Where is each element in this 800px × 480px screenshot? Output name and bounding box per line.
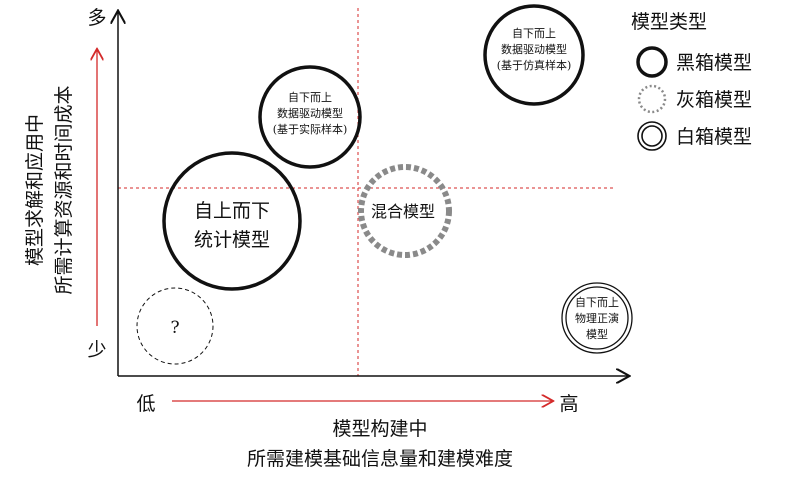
white-box-swatch-inner xyxy=(641,125,663,147)
black-box-circle xyxy=(258,65,362,169)
x-axis-title-line-1: 模型构建中 xyxy=(332,418,428,440)
x-axis-high-label: 高 xyxy=(559,393,578,415)
y-axis-low-label: 少 xyxy=(87,339,106,361)
legend-item-black-box: 黑箱模型 xyxy=(636,46,752,78)
white-box-inner-circle xyxy=(565,286,629,350)
legend-item-label: 白箱模型 xyxy=(676,126,752,148)
y-axis-title: 模型求解和应用中 所需计算资源和时间成本 xyxy=(24,85,75,294)
model-unknown: ? xyxy=(136,287,214,365)
model-bottomup-data-real: 自下而上 数据驱动模型 (基于实际样本) xyxy=(258,65,362,169)
legend-item-white-box: 白箱模型 xyxy=(637,121,752,151)
black-box-swatch xyxy=(636,46,668,78)
x-axis-low-label: 低 xyxy=(136,393,155,415)
question-mark: ? xyxy=(170,318,179,338)
white-box-outer-circle xyxy=(561,282,633,354)
legend-title: 模型类型 xyxy=(631,11,707,33)
y-axis-title-line-2: 所需计算资源和时间成本 xyxy=(53,85,75,294)
model-topdown-statistical: 自上而下 统计模型 xyxy=(162,151,302,291)
gray-box-swatch xyxy=(637,84,667,114)
model-label-line: 数据驱动模型 xyxy=(277,106,343,120)
model-label-line: 模型 xyxy=(586,327,608,341)
x-axis-title: 模型构建中 所需建模基础信息量和建模难度 xyxy=(160,414,600,474)
model-label-line: 统计模型 xyxy=(194,229,270,251)
x-axis-title-line-2: 所需建模基础信息量和建模难度 xyxy=(246,448,513,470)
model-bottomup-physical: 自下而上 物理正演 模型 xyxy=(561,282,633,354)
legend-item-label: 灰箱模型 xyxy=(676,89,752,111)
model-label-line: 自下而上 xyxy=(288,91,332,104)
model-hybrid: 混合模型 xyxy=(358,164,452,258)
model-label-line: 物理正演 xyxy=(575,311,619,325)
black-box-circle xyxy=(483,4,585,106)
legend: 模型类型 黑箱模型 灰箱模型 白箱模型 xyxy=(631,11,752,151)
y-axis-high-label: 多 xyxy=(87,7,106,29)
gray-box-circle xyxy=(358,164,452,258)
model-label-line: 自下而上 xyxy=(512,27,556,40)
model-bottomup-data-sim: 自下而上 数据驱动模型 (基于仿真样本) xyxy=(483,4,585,106)
legend-item-gray-box: 灰箱模型 xyxy=(637,84,752,114)
unknown-circle xyxy=(136,287,214,365)
legend-item-label: 黑箱模型 xyxy=(676,52,752,74)
white-box-swatch-outer xyxy=(637,121,667,151)
model-label-line: (基于仿真样本) xyxy=(497,58,572,72)
model-label-line: 数据驱动模型 xyxy=(501,42,567,56)
y-axis-title-line-1: 模型求解和应用中 xyxy=(24,114,46,266)
model-label-line: 自上而下 xyxy=(194,200,270,222)
model-label-line: 混合模型 xyxy=(371,202,435,221)
model-label-line: 自下而上 xyxy=(575,296,619,309)
black-box-circle xyxy=(162,151,302,291)
model-label-line: (基于实际样本) xyxy=(273,122,348,136)
